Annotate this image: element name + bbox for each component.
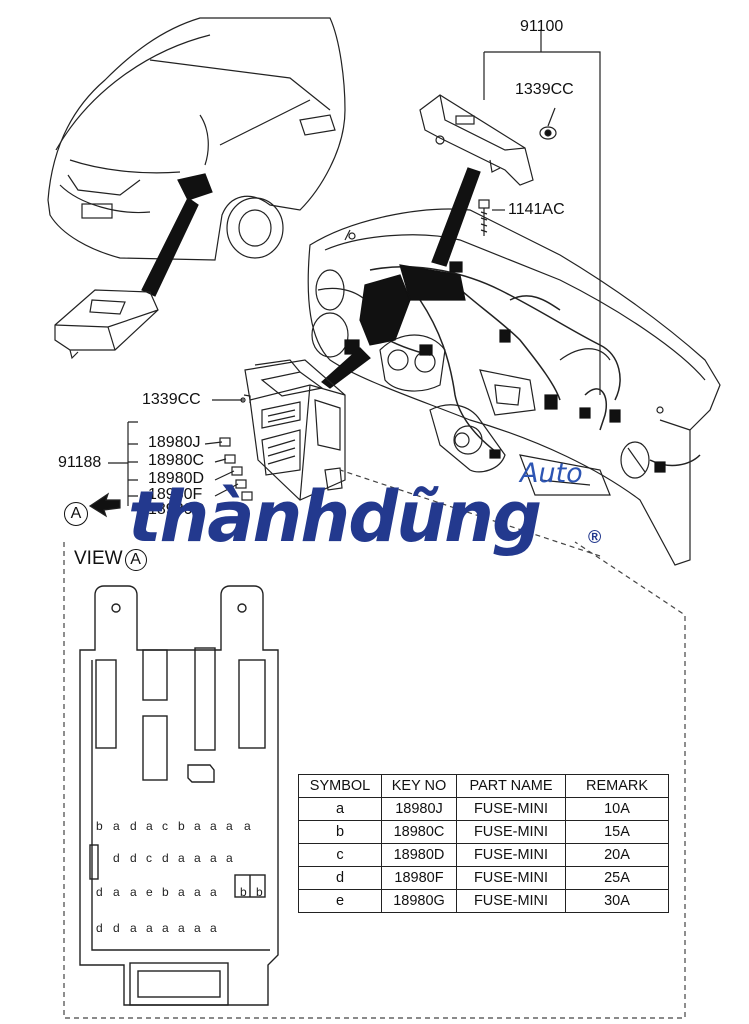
fuse-position-letter: a <box>162 921 169 935</box>
fuse-position-letter: a <box>146 921 153 935</box>
fuse-position-letter: a <box>210 851 217 865</box>
label-1339cc-top: 1339CC <box>515 81 574 98</box>
fuse-position-letter: b <box>178 819 185 833</box>
label-1339cc-left: 1339CC <box>142 391 201 408</box>
fuse-position-letter: a <box>130 885 137 899</box>
cell: FUSE-MINI <box>456 866 566 890</box>
cell: 18980F <box>381 866 457 890</box>
clip-nut-top <box>539 126 557 140</box>
cell: 18980D <box>381 843 457 867</box>
cell: e <box>298 889 382 913</box>
mounting-bracket <box>419 94 534 186</box>
cell: d <box>298 866 382 890</box>
fuse-position-letter: a <box>226 819 233 833</box>
cell: 10A <box>565 797 669 821</box>
cell: 25A <box>565 866 669 890</box>
header-remark: REMARK <box>565 774 669 798</box>
fuse-position-letter: a <box>210 819 217 833</box>
fuse-position-letter: d <box>113 851 120 865</box>
fuse-position-letter: a <box>210 885 217 899</box>
fuse-position-letter: a <box>178 921 185 935</box>
fuse-position-letter: a <box>194 819 201 833</box>
fuse-position-letter: a <box>178 851 185 865</box>
header-part-name: PART NAME <box>456 774 566 798</box>
fuse-position-letter: d <box>130 819 137 833</box>
watermark-registered: ® <box>588 527 602 547</box>
bolt-1141ac <box>478 199 490 236</box>
fuse-block-outline <box>79 585 279 1006</box>
cell: FUSE-MINI <box>456 820 566 844</box>
view-title-ref: A <box>124 549 147 571</box>
fuse-position-letter: a <box>113 819 120 833</box>
label-18980j: 18980J <box>148 434 201 451</box>
view-arrow-ref: A <box>64 502 88 526</box>
car-illustration <box>47 17 346 261</box>
header-key-no: KEY NO <box>381 774 457 798</box>
junction-box <box>240 359 346 501</box>
fuse-position-letter: b <box>96 819 103 833</box>
cell: 15A <box>565 820 669 844</box>
view-frame <box>63 541 686 1019</box>
fuse-position-letter: b <box>240 885 247 899</box>
fuse-position-letter: c <box>162 819 168 833</box>
label-18980d: 18980D <box>148 470 205 487</box>
cell: a <box>298 797 382 821</box>
fuse-position-letter: a <box>194 921 201 935</box>
cell: 18980J <box>381 797 457 821</box>
cell: c <box>298 843 382 867</box>
fuse-position-letter: a <box>194 851 201 865</box>
fuse-position-letter: d <box>96 885 103 899</box>
cell: b <box>298 820 382 844</box>
cell: 20A <box>565 843 669 867</box>
header-symbol: SYMBOL <box>298 774 382 798</box>
cell: 30A <box>565 889 669 913</box>
cell: FUSE-MINI <box>456 797 566 821</box>
label-1141ac: 1141AC <box>508 201 565 218</box>
label-18980g: 18980G <box>148 501 205 518</box>
cell: FUSE-MINI <box>456 843 566 867</box>
label-18980f: 18980F <box>148 486 203 503</box>
cell: FUSE-MINI <box>456 889 566 913</box>
fuse-position-letter: b <box>256 885 263 899</box>
fuse-position-letter: e <box>146 885 153 899</box>
fuse-position-letter: a <box>210 921 217 935</box>
table-header-row: SYMBOL KEY NO PART NAME REMARK <box>298 774 669 798</box>
fuse-position-letter: d <box>162 851 169 865</box>
fuse-position-letter: d <box>96 921 103 935</box>
fuse-position-letter: d <box>113 921 120 935</box>
fuse-position-letter: a <box>113 885 120 899</box>
fuse-position-letter: b <box>162 885 169 899</box>
fuse-position-letter: d <box>130 851 137 865</box>
fuse-position-letter: a <box>146 819 153 833</box>
watermark-sub: Auto <box>520 458 583 489</box>
fuse-position-letter: a <box>194 885 201 899</box>
fuse-position-letter: a <box>130 921 137 935</box>
fuse-position-letter: c <box>146 851 152 865</box>
cell: 18980C <box>381 820 457 844</box>
fuse-position-letter: a <box>244 819 251 833</box>
relay-box-cover <box>54 289 159 360</box>
watermark-brand: thànhdũng <box>128 476 542 558</box>
view-title-text: VIEW <box>74 548 123 569</box>
label-91100: 91100 <box>520 18 564 35</box>
fuse-position-letter: a <box>226 851 233 865</box>
label-91188: 91188 <box>58 454 102 471</box>
fuse-position-letter: a <box>178 885 185 899</box>
cell: 18980G <box>381 889 457 913</box>
label-18980c: 18980C <box>148 452 205 469</box>
